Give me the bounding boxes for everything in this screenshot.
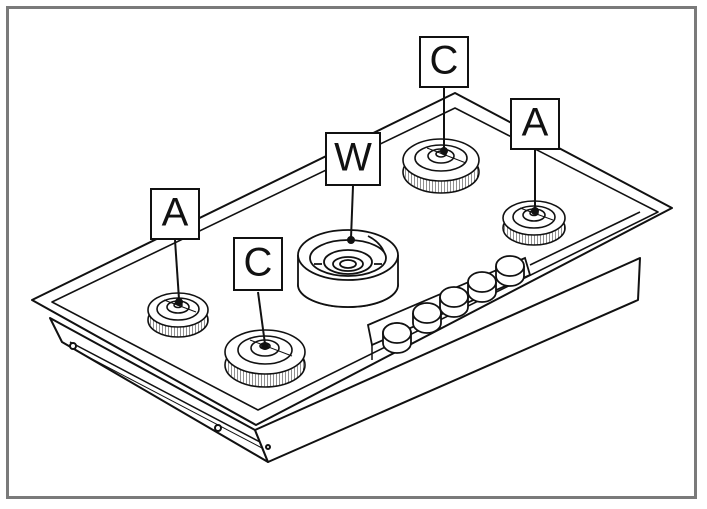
knob-1[interactable] <box>382 322 412 354</box>
cooktop-body <box>49 257 641 463</box>
knob-3[interactable] <box>439 286 469 318</box>
burner-semirapid-front <box>224 329 306 388</box>
knob-2[interactable] <box>412 302 442 334</box>
callout-a-right-text: A <box>522 101 549 145</box>
callout-c-rear-text: C <box>430 39 459 83</box>
callout-c-front-text: C <box>244 241 273 285</box>
burner-auxiliary-right <box>502 200 566 246</box>
control-knobs[interactable] <box>382 255 525 354</box>
callout-labels: A C W C A <box>150 36 560 291</box>
burner-semirapid-rear <box>402 138 480 194</box>
callout-a-right: A <box>510 98 560 150</box>
callout-c-front: C <box>233 237 283 291</box>
callout-w-center-text: W <box>334 136 372 180</box>
knob-5[interactable] <box>495 255 525 287</box>
callout-c-rear: C <box>419 36 469 88</box>
burner-wok-center <box>297 229 399 308</box>
callout-a-left-text: A <box>162 191 189 235</box>
callout-w-center: W <box>325 132 381 186</box>
callout-leaders <box>174 88 539 350</box>
knob-4[interactable] <box>467 271 497 303</box>
callout-a-left: A <box>150 188 200 240</box>
burner-auxiliary-left <box>147 292 209 338</box>
